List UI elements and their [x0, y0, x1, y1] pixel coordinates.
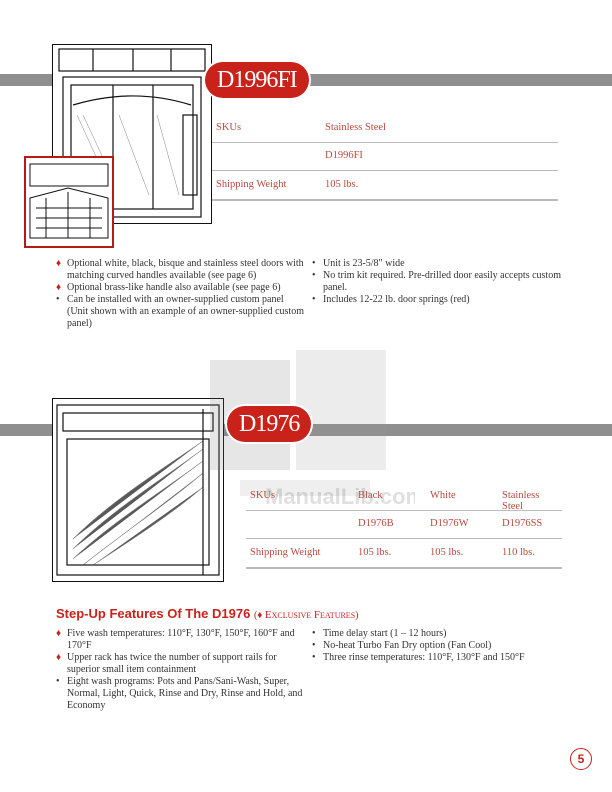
- list-item: ♦Upper rack has twice the number of supp…: [56, 652, 277, 675]
- watermark-text: ManualLib.com: [265, 484, 415, 509]
- table-row: SKUs Black White Stainless Steel: [246, 482, 562, 512]
- exclusive-features-note: (♦ Exclusive Features): [253, 609, 359, 621]
- d1996fi-features-right: •Unit is 23-5/8" wide •No trim kit requi…: [312, 258, 562, 306]
- dot-bullet-icon: •: [312, 640, 316, 651]
- table-row: Shipping Weight 105 lbs. 105 lbs. 110 lb…: [246, 539, 562, 568]
- d1976-features-right: •Time delay start (1 – 12 hours) •No-hea…: [312, 628, 562, 664]
- dot-bullet-icon: •: [312, 294, 316, 305]
- d1996fi-inset-photo: [24, 156, 114, 248]
- table-row: D1976B D1976W D1976SS: [246, 510, 562, 539]
- d1976-features-left: ♦Five wash temperatures: 110°F, 130°F, 1…: [56, 628, 306, 712]
- model-badge-d1976: D1976: [227, 406, 312, 442]
- list-item: •Unit is 23-5/8" wide: [312, 258, 405, 269]
- list-item: ♦Optional brass-like handle also availab…: [56, 282, 281, 293]
- spec-table-d1996fi: SKUs Stainless Steel D1996FI Shipping We…: [212, 114, 558, 214]
- list-item: •Time delay start (1 – 12 hours): [312, 628, 447, 639]
- d1976-product-photo: [52, 398, 224, 582]
- list-item: •Eight wash programs: Pots and Pans/Sani…: [56, 676, 303, 711]
- dot-bullet-icon: •: [312, 270, 316, 281]
- diamond-bullet-icon: ♦: [56, 652, 62, 663]
- dot-bullet-icon: •: [56, 676, 60, 687]
- list-item: •Three rinse temperatures: 110°F, 130°F …: [312, 652, 525, 663]
- table-row: D1996FI: [212, 142, 558, 171]
- list-item: •No-heat Turbo Fan Dry option (Fan Cool): [312, 640, 492, 651]
- d1996fi-features-left: ♦Optional white, black, bisque and stain…: [56, 258, 306, 330]
- dot-bullet-icon: •: [312, 258, 316, 269]
- spec-table-d1976: SKUs Black White Stainless Steel D1976B …: [246, 482, 562, 582]
- diamond-bullet-icon: ♦: [56, 258, 62, 269]
- features-heading: Step-Up Features Of The D1976 (♦ Exclusi…: [56, 606, 359, 621]
- dot-bullet-icon: •: [312, 628, 316, 639]
- list-item: ♦Optional white, black, bisque and stain…: [56, 258, 304, 281]
- list-item: •No trim kit required. Pre-drilled door …: [312, 270, 561, 293]
- diamond-bullet-icon: ♦: [56, 282, 62, 293]
- table-divider: [246, 567, 562, 569]
- dot-bullet-icon: •: [312, 652, 316, 663]
- list-item: ♦Five wash temperatures: 110°F, 130°F, 1…: [56, 628, 295, 651]
- diamond-bullet-icon: ♦: [56, 628, 62, 639]
- list-item: •Includes 12-22 lb. door springs (red): [312, 294, 470, 305]
- page-number: 5: [570, 748, 592, 770]
- table-divider: [212, 199, 558, 201]
- dot-bullet-icon: •: [56, 294, 60, 305]
- list-item: •Can be installed with an owner-supplied…: [56, 294, 304, 329]
- table-row: Shipping Weight 105 lbs.: [212, 171, 558, 200]
- table-row: SKUs Stainless Steel: [212, 114, 558, 143]
- model-badge-d1996fi: D1996FI: [205, 62, 309, 98]
